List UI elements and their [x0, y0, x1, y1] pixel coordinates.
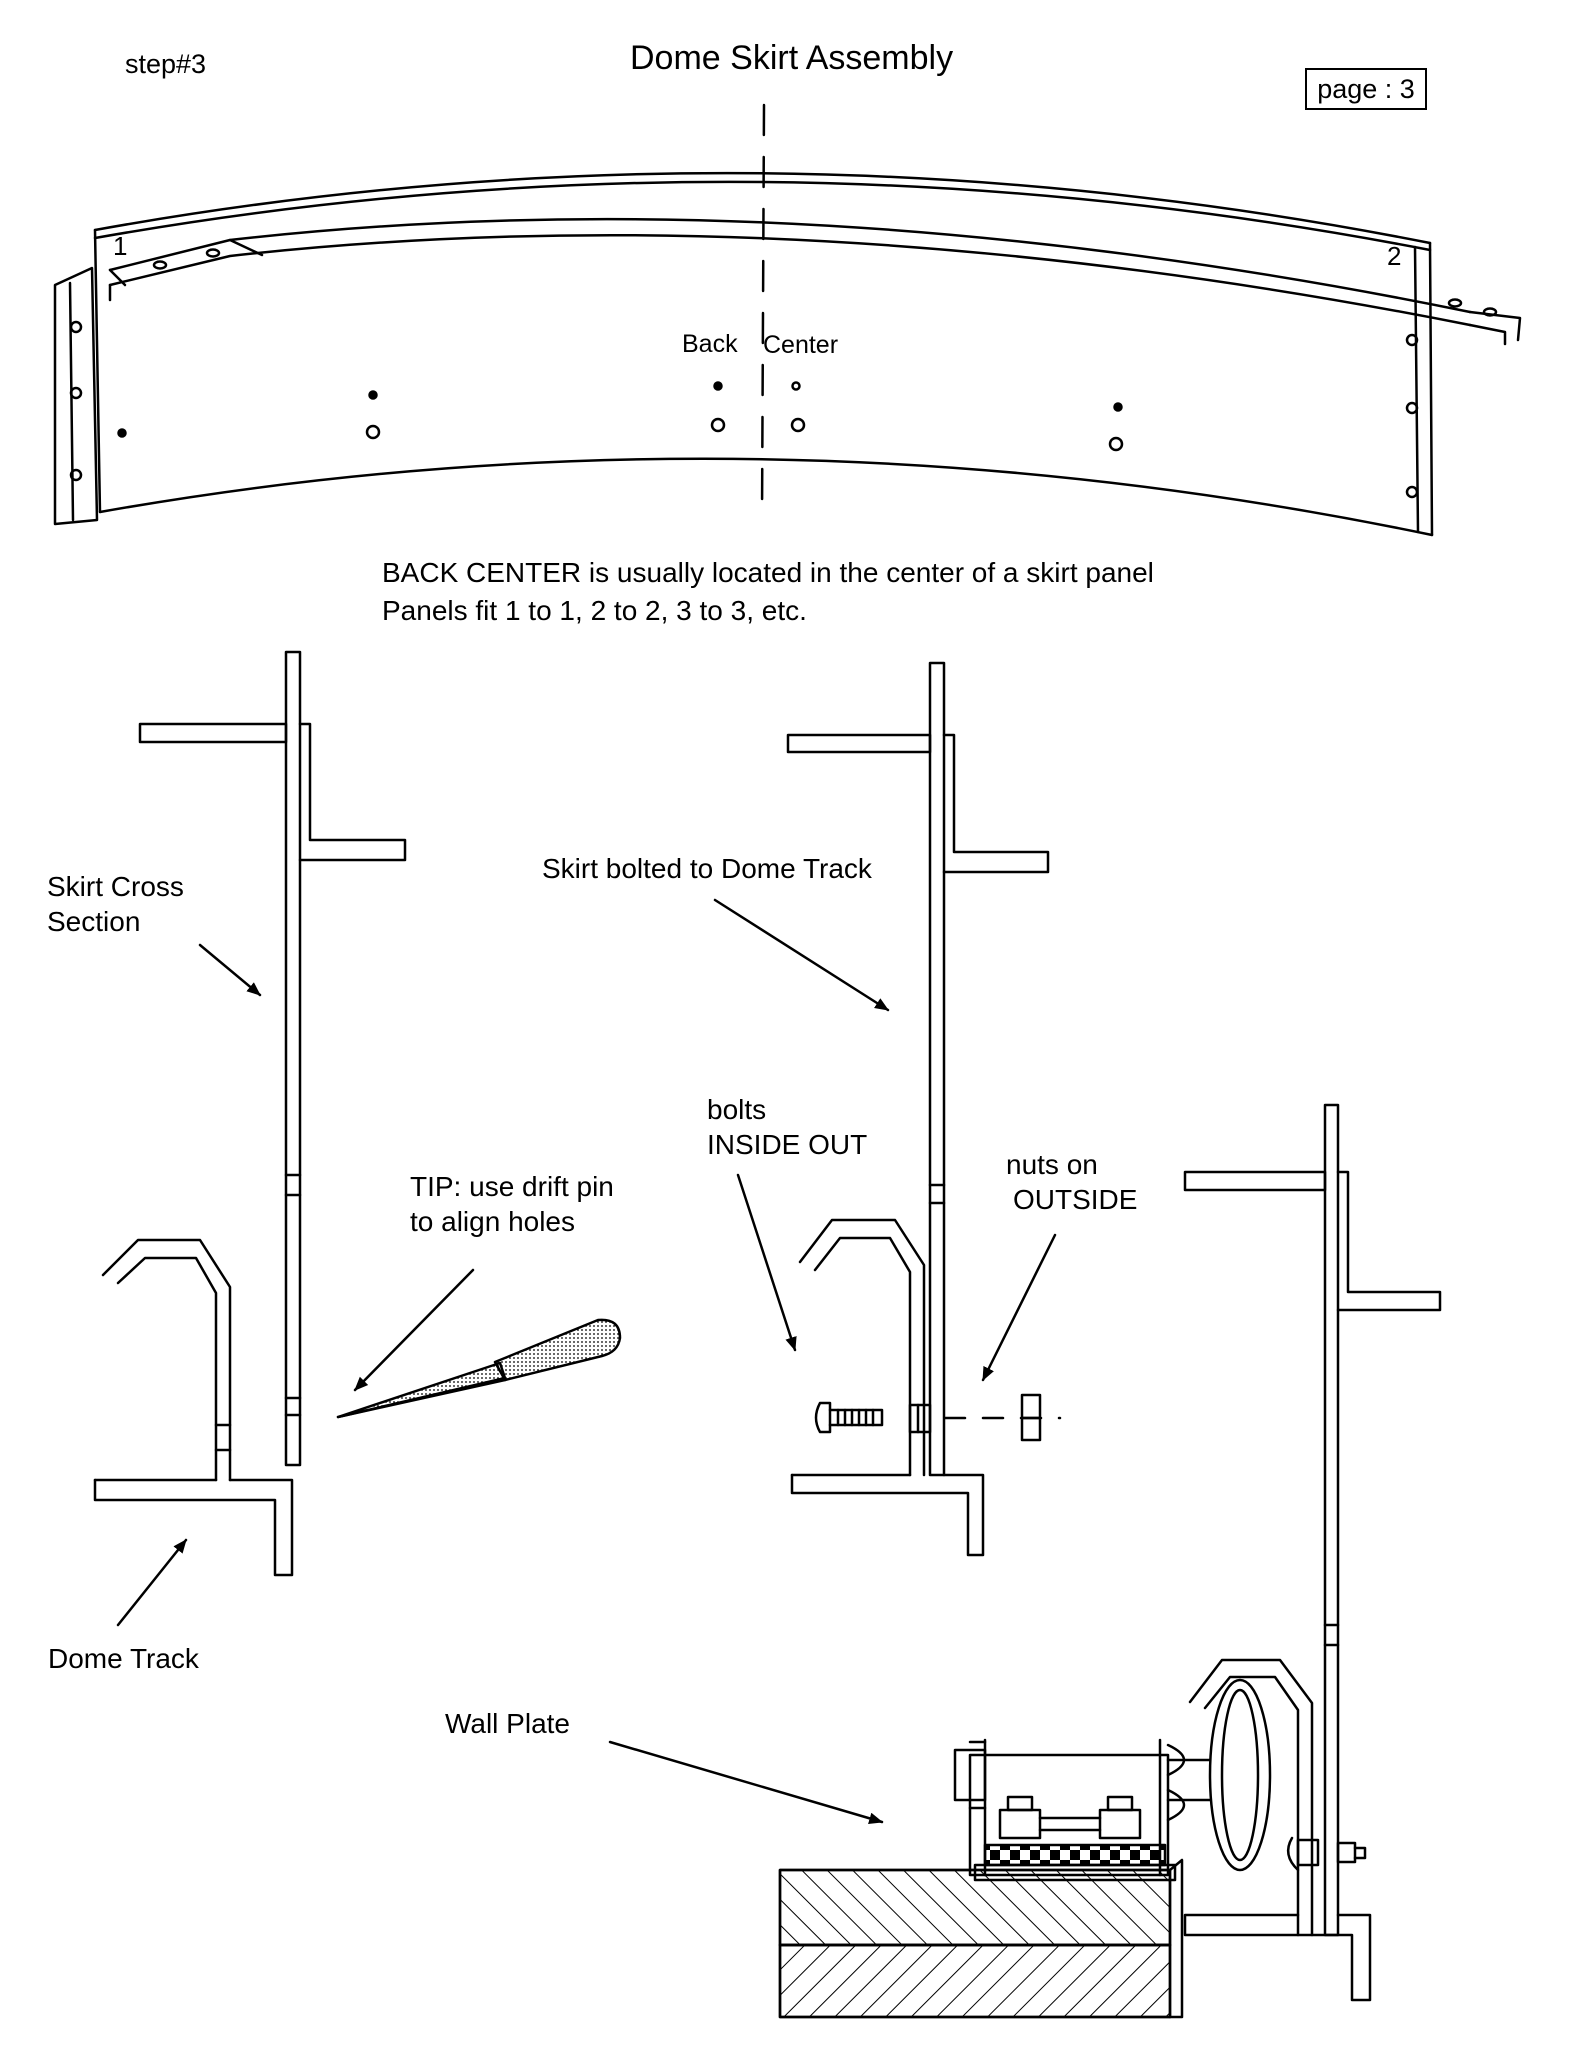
skirt-panel	[53, 103, 1522, 537]
dome-track-label: Dome Track	[48, 1643, 199, 1674]
full-assembly	[778, 1103, 1442, 2019]
skirt-bolted-section	[786, 661, 1062, 1557]
skirt-bolted-label: Skirt bolted to Dome Track	[542, 853, 872, 884]
panel-marker-2: 2	[1387, 241, 1401, 271]
arrow-skirt-bolted	[713, 898, 890, 1012]
back-center-note: BACK CENTER is usually located in the ce…	[382, 557, 1154, 588]
skirt-cross-label-1: Skirt Cross	[47, 871, 184, 902]
page-title: Dome Skirt Assembly	[630, 39, 954, 77]
nuts-label-2: OUTSIDE	[1013, 1184, 1138, 1215]
page-number-box: page : 3	[1305, 68, 1427, 110]
arrow-drift-pin	[353, 1268, 475, 1392]
wall-plate-label: Wall Plate	[445, 1708, 571, 1739]
skirt-cross-label-2: Section	[47, 906, 141, 937]
step-label: step#3	[125, 49, 207, 79]
tip-label-2: to align holes	[410, 1206, 576, 1237]
panel-marker-1: 1	[113, 231, 127, 261]
arrow-wall-plate	[608, 1740, 884, 1824]
bolts-label-2: INSIDE OUT	[707, 1129, 868, 1160]
arrow-bolts	[736, 1173, 797, 1352]
drift-pin-icon	[336, 1318, 622, 1419]
arrow-dome-track	[116, 1538, 188, 1627]
skirt-cross-section	[138, 650, 407, 1467]
arrow-skirt-cross	[198, 943, 262, 997]
nuts-label-1: nuts on	[1006, 1149, 1098, 1180]
tip-label-1: TIP: use drift pin	[410, 1171, 614, 1202]
center-label: Center	[763, 331, 838, 359]
arrow-nuts	[981, 1233, 1057, 1382]
dome-track-left	[93, 1238, 294, 1577]
bolts-label-1: bolts	[707, 1094, 767, 1125]
panel-fit-note: Panels fit 1 to 1, 2 to 2, 3 to 3, etc.	[382, 595, 807, 626]
callout-arrows	[116, 898, 1057, 1824]
back-label: Back	[682, 330, 738, 358]
